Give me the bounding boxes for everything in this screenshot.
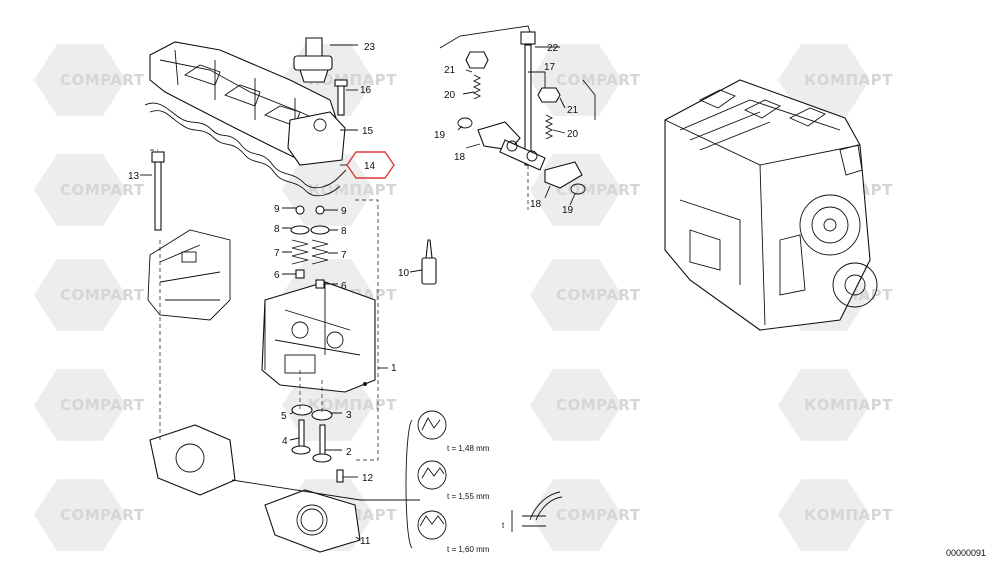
watermark-logo: COMPART — [34, 44, 145, 116]
callout-22: 22 — [547, 43, 559, 54]
gasket-thickness-panel — [405, 419, 413, 549]
watermark-text: КОМПАРТ — [308, 71, 397, 89]
gasket-note-3: t = 1,60 mm — [447, 545, 490, 554]
watermark-text: COMPART — [556, 396, 641, 414]
watermark-text: COMPART — [60, 506, 145, 524]
callout-6b: 6 — [341, 281, 347, 292]
callout-9b: 9 — [341, 206, 347, 217]
valve-cover-gasket[interactable] — [144, 102, 347, 197]
gasket-option-1-icon — [417, 410, 447, 440]
rocker-shaft[interactable] — [499, 139, 546, 171]
callout-4: 4 — [282, 436, 288, 447]
watermark-logo: КОМПАРТ — [778, 479, 893, 551]
watermark-text: COMPART — [556, 181, 641, 199]
callout-labels: 1 2 3 4 5 6 6 7 7 8 8 9 9 10 11 12 13 14… — [128, 42, 579, 547]
callout-1: 1 — [391, 363, 397, 374]
watermark-text: КОМПАРТ — [308, 181, 397, 199]
breather-housing[interactable] — [287, 111, 346, 166]
callout-20a: 20 — [444, 90, 456, 101]
thickness-detail-icon — [511, 491, 563, 532]
callout-7b: 7 — [341, 250, 347, 261]
gasket-option-3-icon — [417, 510, 447, 540]
callout-17: 17 — [544, 62, 556, 73]
watermark-text: COMPART — [60, 396, 145, 414]
exhaust-valve[interactable] — [312, 424, 332, 463]
watermark-logo: COMPART — [530, 369, 641, 441]
valve-springs[interactable] — [291, 239, 329, 265]
callout-2: 2 — [346, 447, 352, 458]
gasket-option-2-icon — [417, 460, 447, 490]
callout-7a: 7 — [274, 248, 280, 259]
callout-8a: 8 — [274, 224, 280, 235]
spring-retainers[interactable] — [290, 225, 330, 235]
cylinder-head-ghost — [147, 229, 231, 321]
gasket-note-2: t = 1,55 mm — [447, 492, 490, 501]
watermark-logo: КОМПАРТ — [282, 154, 397, 226]
callout-21b: 21 — [567, 105, 579, 116]
watermark-text: COMPART — [60, 71, 145, 89]
callout-19b: 19 — [562, 205, 574, 216]
callout-8b: 8 — [341, 226, 347, 237]
cylinder-head[interactable] — [261, 281, 376, 393]
watermark-text: КОМПАРТ — [804, 396, 893, 414]
callout-21a: 21 — [444, 65, 456, 76]
watermark-text: КОМПАРТ — [308, 396, 397, 414]
callout-5: 5 — [281, 411, 287, 422]
callout-19a: 19 — [434, 130, 446, 141]
oil-filler-cap[interactable] — [293, 37, 333, 83]
watermark-text: COMPART — [556, 506, 641, 524]
diagram-id: 00000091 — [946, 548, 986, 558]
thickness-label: t — [502, 521, 505, 530]
head-bolt[interactable] — [151, 151, 165, 231]
sealant-tube[interactable] — [421, 239, 437, 285]
watermark-text: COMPART — [60, 181, 145, 199]
callout-20b: 20 — [567, 129, 579, 140]
gasket-note-1: t = 1,48 mm — [447, 444, 490, 453]
watermark-text: COMPART — [556, 71, 641, 89]
watermark-logo: COMPART — [530, 479, 641, 551]
callout-11: 11 — [360, 536, 371, 547]
callout-14: 14 — [364, 161, 376, 172]
callout-12: 12 — [362, 473, 374, 484]
watermark-logo: COMPART — [530, 154, 641, 226]
watermark-text: КОМПАРТ — [804, 506, 893, 524]
retaining-ring[interactable] — [457, 117, 586, 195]
watermark-logo: COMPART — [34, 479, 145, 551]
callout-10: 10 — [398, 268, 410, 279]
intake-valve[interactable] — [291, 419, 311, 455]
watermark-logo: КОМПАРТ — [778, 369, 893, 441]
callout-18a: 18 — [454, 152, 466, 163]
callout-23: 23 — [364, 42, 376, 53]
dowel-pin[interactable] — [336, 469, 344, 483]
gasket-notes: t = 1,48 mm t = 1,55 mm t = 1,60 mm t 00… — [447, 444, 986, 558]
rocker-shaft-bolt[interactable] — [520, 31, 536, 166]
callout-13: 13 — [128, 171, 140, 182]
watermark-text: COMPART — [556, 286, 641, 304]
watermark-logo: COMPART — [530, 259, 641, 331]
callout-18b: 18 — [530, 199, 542, 210]
adjuster-nut[interactable] — [465, 51, 561, 103]
engine-assembly — [664, 79, 878, 331]
watermark-logo: КОМПАРТ — [778, 44, 893, 116]
callout-3: 3 — [346, 410, 352, 421]
head-gasket-ghost — [149, 424, 236, 496]
callout-15: 15 — [362, 126, 374, 137]
adjusting-screw[interactable] — [472, 74, 554, 140]
callout-16: 16 — [360, 85, 372, 96]
watermark-logo: COMPART — [34, 154, 145, 226]
callout-6a: 6 — [274, 270, 280, 281]
watermark-logo: COMPART — [530, 44, 641, 116]
watermark-text: COMPART — [60, 286, 145, 304]
callout-9a: 9 — [274, 204, 280, 215]
watermark-text: КОМПАРТ — [804, 71, 893, 89]
valve-seat-rings[interactable] — [291, 404, 333, 421]
watermark-logo: COMPART — [34, 369, 145, 441]
cover-bolt[interactable] — [334, 79, 348, 116]
leader-lines — [140, 25, 596, 541]
watermark-logo: COMPART — [34, 259, 145, 331]
